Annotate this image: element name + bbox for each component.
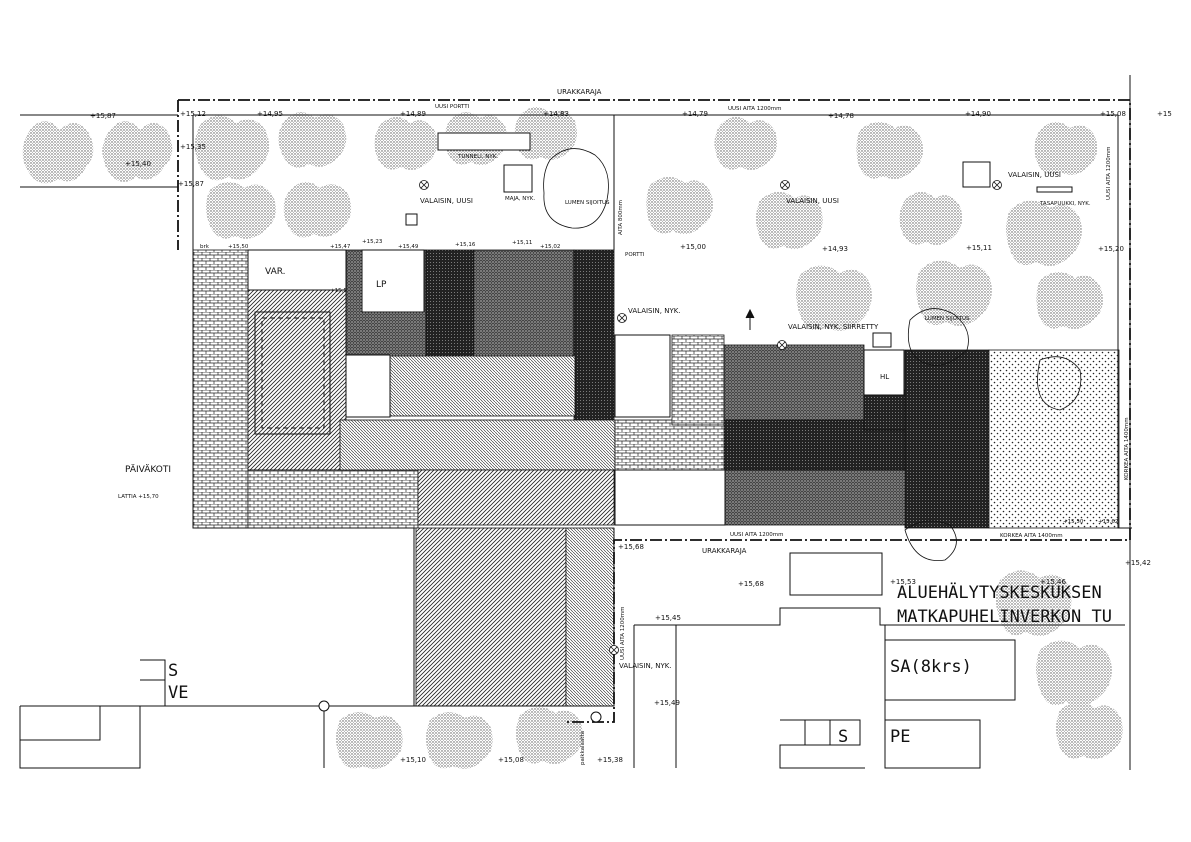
uusi-portti-label: UUSI PORTTI bbox=[435, 104, 470, 110]
elevation-label: +14,95 bbox=[257, 110, 283, 118]
elevation-label: +15,68 bbox=[618, 543, 644, 551]
structures bbox=[247, 132, 1073, 596]
elevation-label: +15 bbox=[1157, 110, 1172, 118]
valaisin-nyk-2-label: VALAISIN, NYK. SIIRRETTY bbox=[788, 323, 879, 331]
elevation-label: +15,62 bbox=[1098, 519, 1118, 525]
arrow-icon bbox=[745, 308, 755, 330]
elevation-label: +14,93 bbox=[822, 245, 848, 253]
s2-label: S bbox=[838, 727, 848, 747]
lp-label: LP bbox=[376, 280, 387, 290]
valaisin-uusi-1-label: VALAISIN, UUSI bbox=[420, 197, 473, 205]
elevation-label: +15,16 bbox=[455, 242, 476, 248]
elevation-label: +15,53 bbox=[890, 578, 916, 586]
paivakoti-label: PÄIVÄKOTI bbox=[125, 464, 171, 475]
elevation-label: +15,11 bbox=[512, 240, 532, 246]
pe-label: PE bbox=[890, 727, 910, 747]
tunneli-label: TUNNELI, NYK. bbox=[457, 154, 498, 160]
elevation-label: +15,20 bbox=[1098, 245, 1124, 253]
elevation-label: +15,87 bbox=[90, 112, 116, 120]
lumen-2-label: LUMEN SIJOITUS bbox=[925, 316, 970, 322]
manhole-icon bbox=[318, 700, 330, 712]
elevation-label: +15,40 bbox=[125, 160, 151, 168]
ve-label: VE bbox=[168, 683, 188, 703]
uusi-aita-right-label: UUSI AITA 1200mm bbox=[1106, 147, 1112, 200]
elevation-label: +15,02 bbox=[540, 244, 560, 250]
elevation-label: +15,49 bbox=[398, 244, 419, 250]
maja-label: MAJA, NYK. bbox=[505, 196, 535, 202]
elevation-label: +15,46 bbox=[1040, 578, 1066, 586]
valaisin-nyk-1-label: VALAISIN, NYK. bbox=[628, 307, 681, 315]
valaisin-nyk-3-label: VALAISIN, NYK. bbox=[619, 662, 672, 670]
valaisin-uusi-3-label: VALAISIN, UUSI bbox=[1008, 171, 1061, 179]
elevation-label: +14,79 bbox=[682, 110, 708, 118]
hl-label: HL bbox=[880, 373, 889, 381]
elevation-label: +15,87 bbox=[178, 180, 204, 188]
elevation-label: +15,68 bbox=[738, 580, 764, 588]
urakkaraja-top-label: URAKKARAJA bbox=[557, 88, 602, 96]
aluehalytys-label: ALUEHÄLYTYSKESKUKSEN bbox=[897, 582, 1102, 603]
elevation-label: +15,08 bbox=[498, 756, 524, 764]
korkea-aita-vertical-label: KORKEA AITA 1400mm bbox=[1124, 417, 1130, 480]
paving bbox=[192, 249, 1120, 707]
portti-label: PORTTI bbox=[625, 252, 645, 258]
elevation-label: +15,38 bbox=[597, 756, 623, 764]
valaisin-uusi-2-label: VALAISIN, UUSI bbox=[786, 197, 839, 205]
elevation-label: +15,12 bbox=[180, 110, 206, 118]
manhole-icon bbox=[590, 711, 602, 723]
snow-areas bbox=[543, 148, 1082, 562]
elevation-label: +14,83 bbox=[543, 110, 569, 118]
elevation-label: +15,50 bbox=[228, 244, 249, 250]
elevation-label: +14,90 bbox=[965, 110, 991, 118]
aita-vertical-label: AITA 800mm bbox=[618, 200, 624, 235]
elevation-label: +15,49 bbox=[654, 699, 680, 707]
surroundings bbox=[19, 114, 1125, 769]
elevation-label: +14,89 bbox=[400, 110, 426, 118]
elevation-label: +15,10 bbox=[400, 756, 426, 764]
matkapuhelin-label: MATKAPUHELINVERKON TU bbox=[897, 607, 1112, 627]
lamp-icons bbox=[419, 180, 1002, 655]
latti-label: LATTIA +15,70 bbox=[118, 494, 159, 500]
labels: URAKKARAJA URAKKARAJA UUSI PORTTI UUSI A… bbox=[118, 88, 1130, 765]
elevation-label: +15,50 bbox=[1063, 519, 1084, 525]
elevation-label: +15,42 bbox=[1125, 559, 1151, 567]
urakkaraja-bottom-label: URAKKARAJA bbox=[702, 547, 747, 555]
uusi-aita-bottom-label: UUSI AITA 1200mm bbox=[730, 532, 783, 538]
elevation-label: +14,78 bbox=[828, 112, 854, 120]
uusi-aita-vertical-label: UUSI AITA 1200mm bbox=[620, 607, 626, 660]
lumen-1-label: LUMEN SIJOITUS bbox=[565, 200, 610, 206]
s1-label: S bbox=[168, 661, 178, 681]
boundary bbox=[177, 75, 1132, 770]
elevation-label: +15,5 bbox=[330, 288, 347, 294]
elevation-label: +15,23 bbox=[362, 239, 383, 245]
korkea-aita-bottom-label: KORKEA AITA 1400mm bbox=[1000, 533, 1063, 539]
paikkalaatta-label: paikkalaatta bbox=[580, 731, 586, 765]
uusi-aita-top-label: UUSI AITA 1200mm bbox=[728, 106, 781, 112]
elevation-label: +15,00 bbox=[680, 243, 706, 251]
trees bbox=[22, 106, 1123, 769]
elevation-label: +15,11 bbox=[966, 244, 992, 252]
tasapuukki-label: TASAPUUKKI, NYK. bbox=[1039, 201, 1091, 207]
sa8krs-label: SA(8krs) bbox=[890, 657, 972, 677]
sandbox bbox=[254, 311, 331, 435]
elevation-label: +15,08 bbox=[1100, 110, 1126, 118]
var-label: VAR. bbox=[265, 267, 286, 277]
elevation-markers: +15,87 +15,12 +14,95 +14,89 +14,83 +14,7… bbox=[90, 110, 1172, 764]
brk-label: brk bbox=[200, 244, 210, 250]
elevation-label: +15,47 bbox=[330, 244, 351, 250]
elevation-label: +15,35 bbox=[180, 143, 206, 151]
elevation-label: +15,45 bbox=[655, 614, 681, 622]
